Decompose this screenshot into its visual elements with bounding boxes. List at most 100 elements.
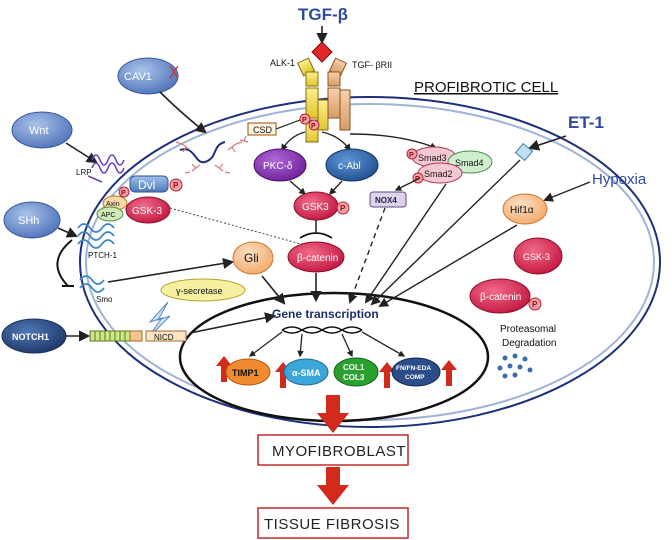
ptch1-receptor bbox=[77, 223, 115, 249]
smo-receptor bbox=[79, 275, 105, 293]
wnt-node bbox=[11, 111, 73, 149]
lrp-label: LRP bbox=[76, 168, 92, 177]
nicd-to-nucleus-arrow bbox=[189, 312, 277, 334]
bcat-right-phospho-label: P bbox=[532, 300, 538, 309]
fn-label: FN/FN-EDA bbox=[396, 365, 431, 372]
smad4-label: Smad4 bbox=[455, 158, 484, 168]
col3-label: COL3 bbox=[343, 373, 365, 382]
gsk3-wnt-label: GSK-3 bbox=[132, 206, 162, 217]
axin-phospho bbox=[118, 186, 130, 198]
nox4-box bbox=[369, 191, 407, 208]
fn-node bbox=[391, 357, 441, 387]
csd-label: CSD bbox=[253, 125, 273, 135]
nox4-to-nucleus-arrow bbox=[348, 207, 386, 304]
gsecretase-label: γ-secretase bbox=[176, 286, 223, 296]
bcat-right-label: β-catenin bbox=[480, 292, 521, 303]
gsk3-right-node bbox=[513, 237, 563, 275]
bcat-right-node bbox=[469, 278, 531, 314]
receptor-to-smad-arrow bbox=[349, 133, 438, 150]
receptor-phospho-1-label: P bbox=[302, 117, 307, 124]
myofibroblast-to-fibrosis-arrow bbox=[317, 467, 349, 505]
csd-inhibit-line bbox=[275, 119, 301, 130]
gsk3-center-phospho bbox=[336, 201, 350, 215]
dna-to-asma-arrow bbox=[297, 333, 304, 358]
cabl-node bbox=[325, 148, 379, 182]
smad-to-nucleus-arrow bbox=[364, 183, 447, 304]
shh-label: SHh bbox=[18, 215, 39, 227]
wnt-arrow bbox=[65, 142, 98, 164]
comp-label: COMP bbox=[405, 374, 425, 381]
myofibroblast-box bbox=[257, 434, 409, 466]
smo-label: Smo bbox=[96, 295, 113, 304]
shh-arrow bbox=[57, 227, 79, 238]
hypoxia-arrow bbox=[543, 181, 591, 202]
wnt-label: Wnt bbox=[29, 125, 49, 137]
timp1-label: TIMP1 bbox=[232, 368, 259, 378]
gli-node bbox=[232, 241, 274, 275]
hif1a-node bbox=[502, 193, 548, 225]
bcat-center-label: β-catenin bbox=[297, 253, 338, 264]
shh-node bbox=[3, 201, 61, 239]
et1-receptor bbox=[514, 142, 534, 162]
caveola-membrane bbox=[179, 141, 226, 164]
et1-label: ET-1 bbox=[568, 113, 604, 132]
dna-to-fn-arrow bbox=[361, 331, 406, 357]
ptch1-label: PTCH-1 bbox=[88, 251, 117, 260]
col-node bbox=[333, 357, 379, 387]
notch-receptor bbox=[89, 330, 143, 342]
col-up-arrow-icon bbox=[379, 362, 395, 388]
wnt-bcat-dotted bbox=[169, 207, 313, 248]
gene-transcription-title: Gene transcription bbox=[272, 307, 379, 321]
hif1a-label: Hif1α bbox=[510, 205, 534, 216]
et1-arrow bbox=[527, 135, 567, 151]
proteasomal-label: Proteasomal bbox=[500, 324, 556, 335]
hif1a-to-nucleus-arrow bbox=[378, 224, 518, 307]
timp1-node bbox=[225, 358, 271, 386]
cell-membrane-outer bbox=[79, 96, 661, 428]
apc-node bbox=[96, 206, 124, 222]
receptor-phospho-2 bbox=[308, 119, 320, 131]
dvl-label: Dvl bbox=[138, 178, 155, 192]
dvl-phospho-label: P bbox=[173, 181, 179, 190]
gsk3-right-label: GSK-3 bbox=[523, 252, 550, 262]
gsecretase-node bbox=[160, 278, 246, 302]
col1-label: COL1 bbox=[343, 363, 365, 372]
pkc-label: PKC-δ bbox=[263, 161, 293, 172]
cav1-icon bbox=[169, 65, 179, 79]
tgfbr2-label: TGF- βRII bbox=[352, 60, 392, 70]
axin-phospho-label: P bbox=[121, 190, 126, 197]
nicd-box bbox=[145, 330, 187, 342]
gli-to-nucleus-arrow bbox=[261, 275, 286, 305]
dvl-node bbox=[129, 175, 169, 193]
asma-node bbox=[283, 358, 329, 386]
timp1-up-arrow-icon bbox=[216, 356, 232, 382]
bcat-center-node bbox=[287, 241, 345, 273]
frizzled-receptor bbox=[87, 154, 125, 183]
smad2-label: Smad2 bbox=[424, 169, 453, 179]
dvl-phospho bbox=[169, 178, 183, 192]
tgfbr2-receptor bbox=[327, 57, 351, 131]
alk1-label: ALK-1 bbox=[270, 58, 295, 68]
hypoxia-label: Hypoxia bbox=[592, 171, 647, 188]
notch1-label: NOTCH1 bbox=[12, 332, 49, 342]
myofibroblast-label: MYOFIBROBLAST bbox=[272, 443, 406, 460]
asma-label: α-SMA bbox=[292, 368, 321, 378]
apc-label: APC bbox=[101, 212, 115, 219]
nicd-label: NICD bbox=[154, 333, 174, 342]
nox4-label: NOX4 bbox=[375, 196, 397, 205]
degradation-label: Degradation bbox=[502, 338, 556, 349]
ptch-inhibit-smo bbox=[56, 239, 73, 287]
cav1-node bbox=[117, 57, 179, 95]
receptor-phospho-2-label: P bbox=[311, 123, 316, 130]
fn-up-arrow-icon bbox=[441, 360, 457, 386]
gsk3-center-label: GSK3 bbox=[302, 202, 329, 213]
bcat-right-phospho bbox=[528, 297, 542, 311]
dna-to-col-arrow bbox=[341, 333, 353, 358]
tgfb-label: TGF-β bbox=[298, 5, 348, 24]
pkc-node bbox=[253, 148, 307, 182]
dna-to-timp1-arrow bbox=[248, 331, 283, 357]
cell-title: PROFIBROTIC CELL bbox=[414, 79, 558, 96]
dna-strand-2 bbox=[281, 326, 363, 334]
gsk3-wnt-node bbox=[125, 196, 171, 224]
